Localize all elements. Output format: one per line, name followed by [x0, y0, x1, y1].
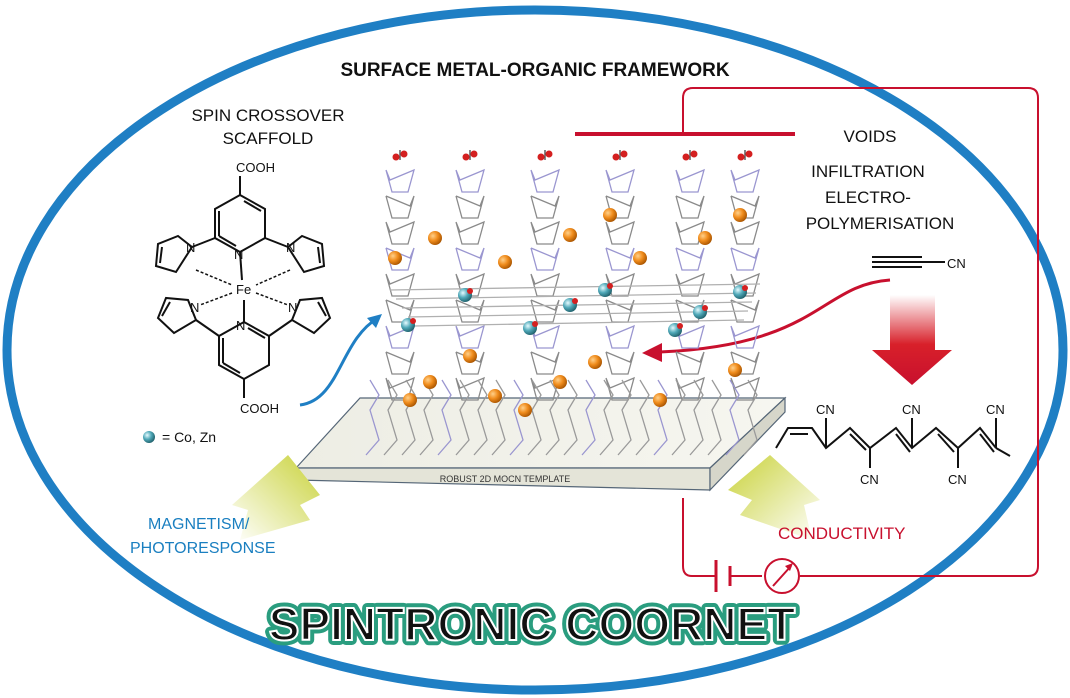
mocn-template-plate — [294, 396, 787, 492]
n-label-2: N — [186, 240, 195, 255]
polymer-cn-3: CN — [902, 402, 921, 417]
framework-atoms — [388, 150, 753, 417]
polymer-cn-2: CN — [860, 472, 879, 487]
infiltration-arrow — [659, 278, 891, 354]
scaffold-label-line2: SCAFFOLD — [223, 129, 314, 148]
voids-label: VOIDS — [844, 127, 897, 146]
n-label-4: N — [236, 318, 245, 333]
cooh-top-label: COOH — [236, 160, 275, 175]
co-zn-legend: = Co, Zn — [162, 429, 216, 445]
bottom-title-outline: SPINTRONIC COORNET — [269, 598, 795, 650]
electro-label: ELECTRO- — [825, 188, 911, 207]
bottom-title: SPINTRONIC COORNET — [269, 598, 795, 650]
n-label-1: N — [234, 247, 243, 262]
conductivity-label: CONDUCTIVITY — [778, 524, 906, 543]
magnetism-arrow — [232, 455, 320, 540]
polymerisation-label: POLYMERISATION — [806, 214, 955, 233]
scaffold-to-framework-arrow — [299, 316, 379, 407]
blue-arrowhead — [367, 314, 382, 328]
fe-complex-structure — [154, 176, 332, 398]
coordination-bonds — [195, 269, 291, 306]
monomer-structure — [872, 256, 945, 268]
fe-label: Fe — [236, 282, 251, 297]
n-label-3: N — [286, 240, 295, 255]
polymer-structure — [775, 418, 1011, 468]
monomer-cn: CN — [947, 256, 966, 271]
polymer-cn-5: CN — [986, 402, 1005, 417]
conductivity-arrow — [728, 455, 820, 540]
magnetism-label-line2: PHOTORESPONSE — [130, 540, 276, 557]
template-label: ROBUST 2D MOCN TEMPLATE — [440, 474, 571, 484]
diagram-title: SURFACE METAL-ORGANIC FRAMEWORK — [340, 60, 729, 81]
infiltration-label: INFILTRATION — [811, 162, 925, 181]
scaffold-label-line1: SPIN CROSSOVER — [191, 106, 344, 125]
red-arrowhead — [642, 343, 662, 362]
framework-lattice — [365, 150, 761, 456]
co-zn-sphere — [143, 431, 155, 443]
n-label-5: N — [190, 300, 199, 315]
n-label-6: N — [288, 300, 297, 315]
polymer-cn-4: CN — [948, 472, 967, 487]
magnetism-label-line1: MAGNETISM/ — [148, 516, 250, 533]
frame-ellipse — [2, 5, 1068, 695]
cooh-bottom-label: COOH — [240, 401, 279, 416]
polymerisation-arrow — [872, 295, 952, 385]
polymer-cn-1: CN — [816, 402, 835, 417]
